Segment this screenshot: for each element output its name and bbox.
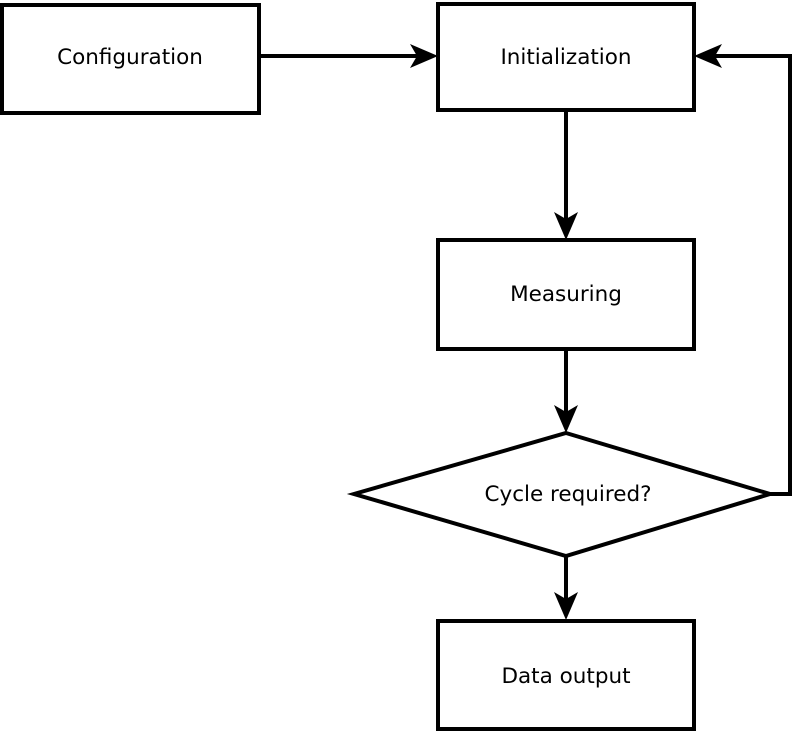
node-measuring-label: Measuring — [510, 282, 622, 307]
arrow-head-icon — [554, 212, 578, 240]
node-initialization-label: Initialization — [500, 45, 631, 70]
node-configuration-shape[interactable] — [0, 3, 261, 115]
edge-line — [706, 54, 792, 496]
node-configuration[interactable]: Configuration — [0, 3, 261, 115]
edge-configuration-to-initialization — [259, 44, 438, 68]
arrow-head-icon — [554, 592, 578, 620]
node-cycle-required[interactable]: Cycle required? — [346, 430, 777, 559]
node-configuration-label: Configuration — [57, 45, 203, 70]
node-cycle-required-label: Cycle required? — [484, 482, 651, 507]
node-measuring-shape[interactable] — [436, 238, 696, 351]
arrow-head-icon — [554, 405, 578, 433]
node-measuring[interactable]: Measuring — [436, 238, 696, 351]
node-cycle-required-shape[interactable] — [346, 430, 777, 559]
edge-measuring-to-cycle-required — [554, 349, 578, 433]
edge-cycle-required-to-data-output — [554, 556, 578, 620]
arrow-head-icon — [410, 44, 438, 68]
arrow-head-icon — [694, 44, 722, 68]
node-initialization[interactable]: Initialization — [436, 2, 696, 112]
node-initialization-shape[interactable] — [436, 2, 696, 112]
node-data-output[interactable]: Data output — [436, 619, 696, 731]
edge-cycle-required-to-initialization-loop — [694, 44, 792, 496]
node-data-output-label: Data output — [501, 664, 630, 689]
node-data-output-shape[interactable] — [436, 619, 696, 731]
edge-initialization-to-measuring — [554, 110, 578, 240]
